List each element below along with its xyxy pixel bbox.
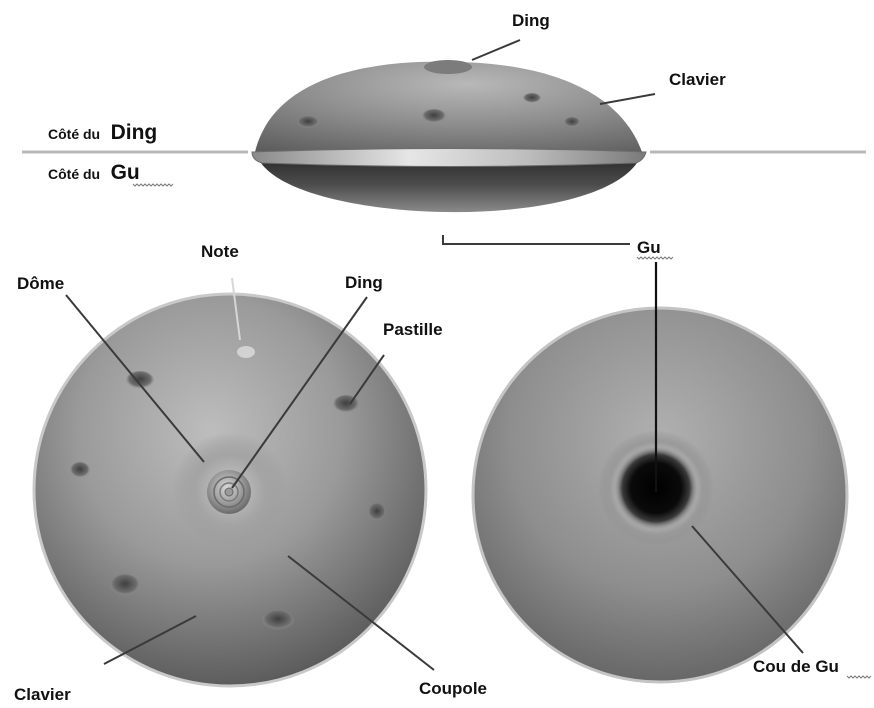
label-cote-ding: Côté du Ding	[48, 121, 157, 144]
label-coupole: Coupole	[419, 679, 487, 698]
side-note-dimple	[564, 117, 580, 127]
label-pastille: Pastille	[383, 320, 443, 339]
label-note: Note	[201, 242, 239, 261]
note-dimple	[237, 346, 255, 358]
spellcheck-underline	[133, 184, 173, 186]
note-dimple	[110, 574, 140, 596]
ding-ring	[225, 488, 233, 496]
note-dimple	[368, 503, 386, 521]
rim	[252, 149, 646, 167]
leader-gu-top	[443, 235, 630, 244]
note-dimple	[262, 610, 294, 630]
label-cou-de-gu: Cou de Gu	[753, 657, 839, 676]
side-ding-bump	[424, 60, 472, 74]
top-shell	[255, 62, 642, 152]
side-note-dimple	[422, 109, 446, 123]
label-cote-ding-word: Ding	[111, 121, 158, 144]
side-note-dimple	[297, 116, 319, 128]
label-ding-front: Ding	[345, 273, 383, 292]
label-gu-top: Gu	[637, 238, 661, 257]
label-ding-top: Ding	[512, 11, 550, 30]
leader-clavier-top	[600, 94, 655, 104]
bottom-view	[472, 307, 848, 683]
label-cote-gu-word: Gu	[111, 161, 140, 184]
label-clavier-bottom: Clavier	[14, 685, 71, 704]
spellcheck-underline	[637, 257, 673, 259]
label-clavier-top: Clavier	[669, 70, 726, 89]
side-note-dimple	[523, 93, 541, 103]
note-dimple	[70, 462, 90, 478]
label-dome: Dôme	[17, 274, 64, 293]
spellcheck-underline	[847, 676, 871, 678]
label-cote-ding-prefix: Côté du	[48, 126, 100, 142]
label-cote-gu-prefix: Côté du	[48, 166, 100, 182]
leader-ding-top	[472, 40, 520, 60]
top-view	[33, 293, 427, 687]
label-cote-gu: Côté du Gu	[48, 161, 140, 184]
